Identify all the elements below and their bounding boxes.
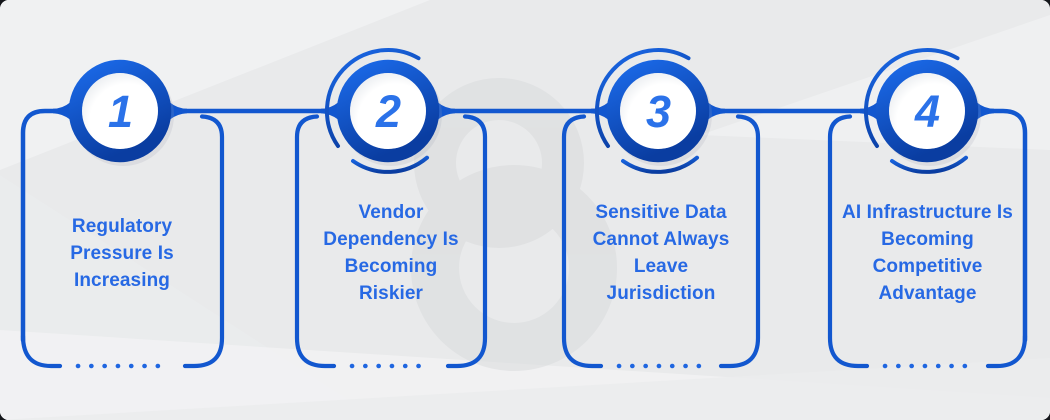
title-line: Competitive [872, 256, 983, 277]
line-flares [53, 102, 994, 120]
title-line: Jurisdiction [606, 283, 716, 304]
step-2-number: 2 [375, 86, 401, 137]
title-line: Cannot Always [592, 229, 730, 250]
decorative-arcs [324, 48, 968, 174]
step-circle-1 [68, 59, 174, 166]
step-2-title: Vendor Dependency Is Becoming Riskier [301, 199, 481, 307]
step-3-number: 3 [645, 86, 671, 137]
title-line: Sensitive Data [595, 202, 727, 223]
step-circle-3 [606, 59, 712, 166]
title-line: Riskier [358, 283, 424, 304]
title-line: Becoming [881, 229, 974, 250]
step-3-title: Sensitive Data Cannot Always Leave Juris… [568, 199, 754, 307]
title-line: Regulatory [71, 216, 173, 237]
title-line: Becoming [344, 256, 438, 277]
step-4-title: AI Infrastructure Is Becoming Competitiv… [833, 199, 1022, 307]
title-line: AI Infrastructure Is [842, 202, 1013, 223]
title-line: Increasing [73, 270, 171, 291]
step-4-number: 4 [914, 86, 940, 137]
card-borders [20, 114, 1028, 369]
title-line: Advantage [878, 283, 977, 304]
connector-line [20, 108, 1028, 343]
title-line: Pressure Is [70, 243, 174, 264]
step-1-title: Regulatory Pressure Is Increasing [29, 213, 215, 294]
title-line: Vendor [358, 202, 424, 223]
step-1-number: 1 [107, 86, 133, 137]
title-line: Dependency Is [323, 229, 459, 250]
title-line: Leave [633, 256, 689, 277]
step-circle-4 [875, 59, 981, 166]
step-circle-2 [336, 59, 442, 166]
